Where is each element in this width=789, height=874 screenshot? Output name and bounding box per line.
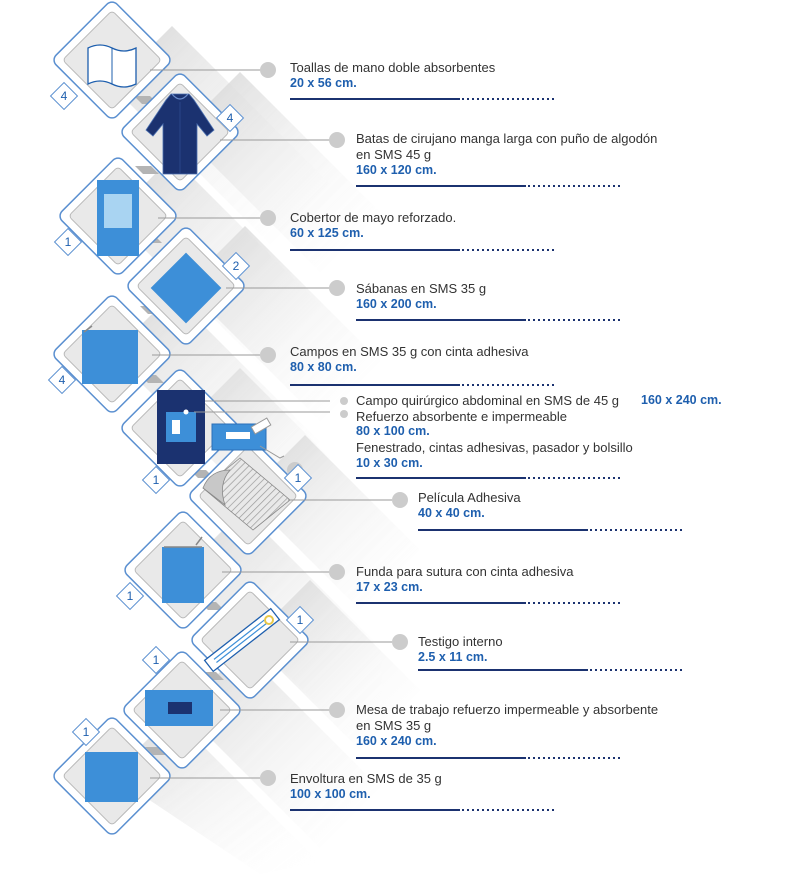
mayo-cover-icon <box>97 180 139 256</box>
leader-lines <box>150 69 392 779</box>
table-cover-icon <box>145 690 213 726</box>
surgical-gown-icon <box>145 93 215 175</box>
hand-towel-icon <box>87 44 137 88</box>
item-label-film: Película Adhesiva <box>418 490 521 505</box>
item-label-gowns: Batas de cirujano manga larga con puño d… <box>356 131 658 146</box>
item-size-suture: 17 x 23 cm. <box>356 580 423 594</box>
item-label-table-line2: en SMS 35 g <box>356 718 432 733</box>
item-size-abdominal: 160 x 240 cm. <box>641 393 722 407</box>
item-label-indicator: Testigo interno <box>418 634 503 649</box>
indicator-strip-icon <box>203 607 281 673</box>
item-size-wrap: 100 x 100 cm. <box>290 787 371 801</box>
item-label-wrap: Envoltura en SMS de 35 g <box>290 771 442 786</box>
wrap-icon <box>85 752 138 802</box>
item-label-reinforcement: Refuerzo absorbente e impermeable <box>356 409 568 424</box>
item-size-indicator: 2.5 x 11 cm. <box>418 650 488 664</box>
item-label-towels: Toallas de mano doble absorbentes <box>290 60 496 75</box>
item-label-fields: Campos en SMS 35 g con cinta adhesiva <box>290 344 529 359</box>
item-label-gowns-line2: en SMS 45 g <box>356 147 432 162</box>
item-label-table: Mesa de trabajo refuerzo impermeable y a… <box>356 702 659 717</box>
item-size-fields: 80 x 80 cm. <box>290 360 357 374</box>
adhesive-field-icon <box>82 325 138 384</box>
item-size-sheets: 160 x 200 cm. <box>356 297 437 311</box>
suture-pouch-icon <box>162 536 204 603</box>
item-label-abdominal: Campo quirúrgico abdominal en SMS de 45 … <box>356 393 620 408</box>
adhesive-film-icon <box>202 457 291 531</box>
item-size-table: 160 x 240 cm. <box>356 734 437 748</box>
underline-bars <box>290 98 684 811</box>
abdominal-drape-icon <box>157 390 272 464</box>
item-label-mayo: Cobertor de mayo reforzado. <box>290 210 457 225</box>
item-size-towels: 20 x 56 cm. <box>290 76 357 90</box>
item-label-sheets: Sábanas en SMS 35 g <box>356 281 487 296</box>
item-size-fenestrated: 10 x 30 cm. <box>356 456 423 470</box>
item-label-suture: Funda para sutura con cinta adhesiva <box>356 564 574 579</box>
item-size-film: 40 x 40 cm. <box>418 506 485 520</box>
item-size-mayo: 60 x 125 cm. <box>290 226 364 240</box>
item-size-gowns: 160 x 120 cm. <box>356 163 437 177</box>
item-size-reinforcement: 80 x 100 cm. <box>356 424 430 438</box>
item-label-fenestrated: Fenestrado, cintas adhesivas, pasador y … <box>356 440 633 455</box>
